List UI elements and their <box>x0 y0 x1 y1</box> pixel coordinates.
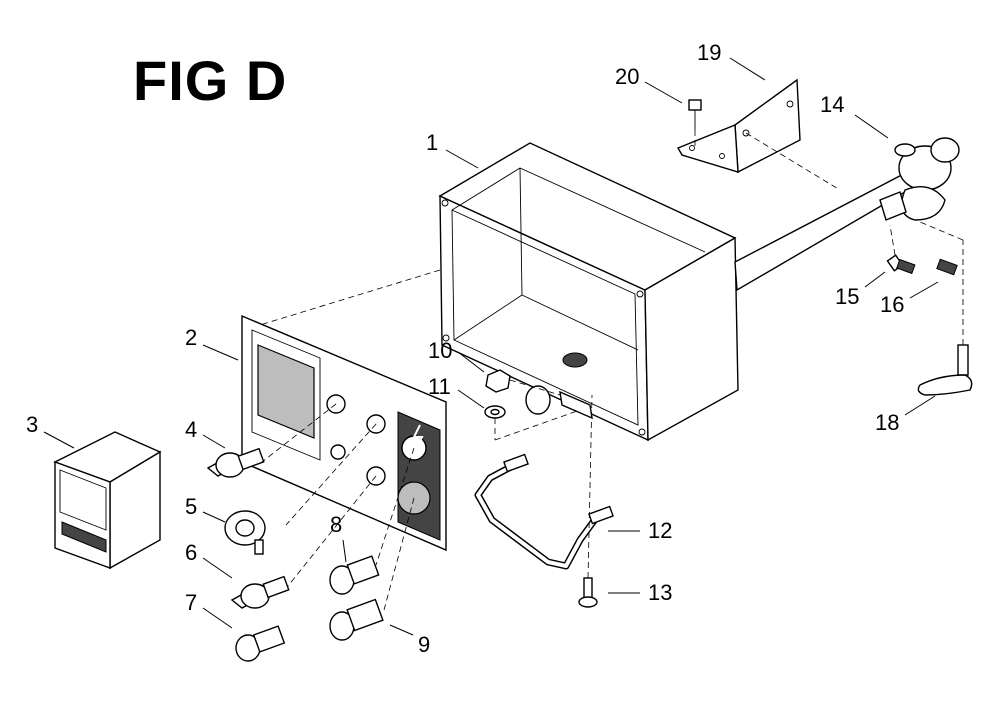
callout-11: 11 <box>428 374 451 399</box>
push-button-9 <box>329 598 384 641</box>
callout-5: 5 <box>185 494 197 519</box>
indicator-lamp-8 <box>329 555 380 595</box>
carry-handle-12 <box>474 453 614 570</box>
callout-2: 2 <box>185 325 197 350</box>
callout-15: 15 <box>835 284 859 309</box>
lever-handle-18 <box>917 221 973 396</box>
front-panel <box>241 314 447 552</box>
nut-10 <box>485 369 511 393</box>
callout-18: 18 <box>875 410 899 435</box>
mounting-bracket <box>676 78 801 174</box>
screw-15 <box>886 254 916 275</box>
callout-10: 10 <box>428 338 452 363</box>
set-screw-16 <box>936 258 958 276</box>
indicator-lamp-7 <box>235 625 286 662</box>
callout-16: 16 <box>880 292 904 317</box>
callout-19: 19 <box>697 40 721 65</box>
callout-13: 13 <box>648 580 672 605</box>
knob-5 <box>224 510 266 555</box>
support-arm <box>734 137 960 292</box>
enclosure-box <box>438 142 739 442</box>
screw-20 <box>688 99 702 148</box>
callout-3: 3 <box>26 412 38 437</box>
callout-12: 12 <box>648 518 672 543</box>
temperature-controller <box>53 431 162 570</box>
figure-title: FIG D <box>133 49 288 112</box>
callout-7: 7 <box>185 590 197 615</box>
callout-9: 9 <box>418 632 430 657</box>
callout-6: 6 <box>185 540 197 565</box>
switch-6 <box>230 575 290 609</box>
callout-14: 14 <box>820 92 844 117</box>
callout-8: 8 <box>330 512 342 537</box>
callout-4: 4 <box>185 417 197 442</box>
callout-20: 20 <box>615 64 639 89</box>
screw-13 <box>578 394 598 608</box>
washer-11 <box>484 405 506 419</box>
switch-4 <box>206 447 265 478</box>
callout-1: 1 <box>426 130 438 155</box>
